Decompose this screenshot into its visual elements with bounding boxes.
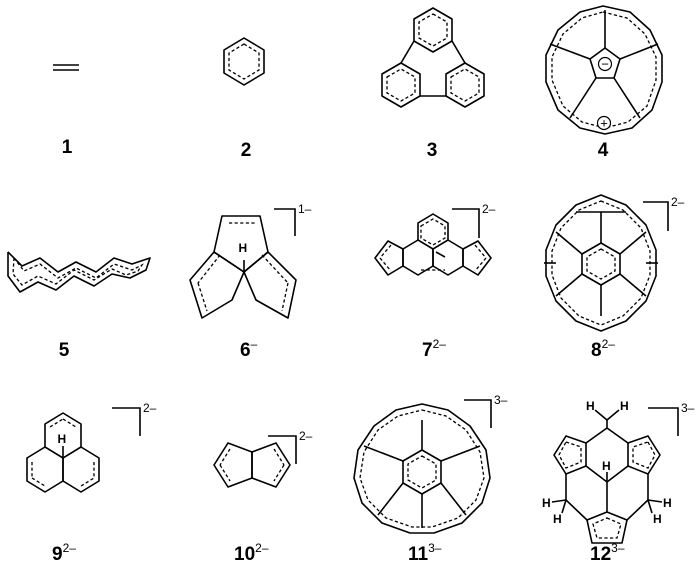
compound-label-6: 6–: [240, 337, 258, 361]
structure-11-polycycle: [353, 403, 491, 534]
plus-charge-symbol: +: [600, 116, 608, 131]
charge-bracket-9: 2–: [112, 401, 157, 436]
structure-5-annulene: [7, 251, 151, 293]
compound-label-11: 113–: [408, 541, 442, 565]
bracket-charge-label: 3–: [681, 401, 695, 415]
charge-bracket-11: 3–: [464, 393, 508, 428]
hydrogen-label: H: [58, 432, 67, 446]
hydrogen-label: H: [553, 512, 562, 526]
bracket-charge-label: 2–: [143, 401, 157, 415]
hydrogen-label: H: [653, 512, 662, 526]
compound-label-12: 123–: [590, 541, 625, 565]
compound-label-8: 82–: [591, 337, 615, 361]
hydrogen-label: H: [663, 496, 672, 510]
charge-bracket-6: 1–: [274, 202, 312, 236]
hydrogen-label: H: [602, 459, 611, 473]
compound-labels: 1 2 3 4 5 6– 72– 82– 92– 102– 113– 123–: [52, 137, 625, 565]
hydrogen-label: H: [239, 241, 248, 255]
compound-label-4: 4: [598, 140, 609, 161]
plus-charge-icon: [596, 115, 612, 131]
hydrogen-label: H: [542, 496, 551, 510]
structure-9-polycycle: H: [26, 412, 100, 493]
structure-3-triphenylene: [381, 7, 485, 108]
compound-label-1: 1: [62, 137, 73, 158]
hydrogen-label: H: [620, 399, 629, 413]
minus-charge-icon: [597, 56, 613, 72]
structure-6-polyquinane: H: [189, 215, 297, 319]
structure-1-ethylene: [53, 64, 79, 71]
charge-bracket-8: 2–: [643, 195, 685, 231]
structure-8-polycycle: [544, 194, 658, 332]
bracket-charge-label: 3–: [494, 393, 508, 407]
compound-label-2: 2: [241, 140, 252, 161]
minus-charge-symbol: −: [601, 57, 609, 72]
structure-7-polycycle: [374, 213, 492, 276]
structure-4-polycycle: − +: [545, 5, 663, 135]
bracket-charge-label: 2–: [299, 429, 313, 443]
charge-bracket-7: 2–: [452, 202, 496, 238]
compound-label-7: 72–: [422, 337, 446, 361]
bracket-charge-label: 2–: [671, 195, 685, 209]
bracket-charge-label: 1–: [298, 202, 312, 216]
structure-10-pentalene: [213, 442, 291, 488]
structure-12-polycycle: H H H H H H H: [542, 399, 672, 544]
hydrogen-label: H: [586, 399, 595, 413]
bracket-charge-label: 2–: [482, 202, 496, 216]
structure-2-benzene: [223, 37, 265, 86]
charge-bracket-12: 3–: [648, 401, 695, 436]
compound-label-10: 102–: [234, 541, 269, 565]
charge-bracket-10: 2–: [268, 429, 313, 464]
compound-label-9: 92–: [52, 541, 76, 565]
compound-label-3: 3: [427, 140, 438, 161]
compound-label-5: 5: [59, 340, 70, 361]
